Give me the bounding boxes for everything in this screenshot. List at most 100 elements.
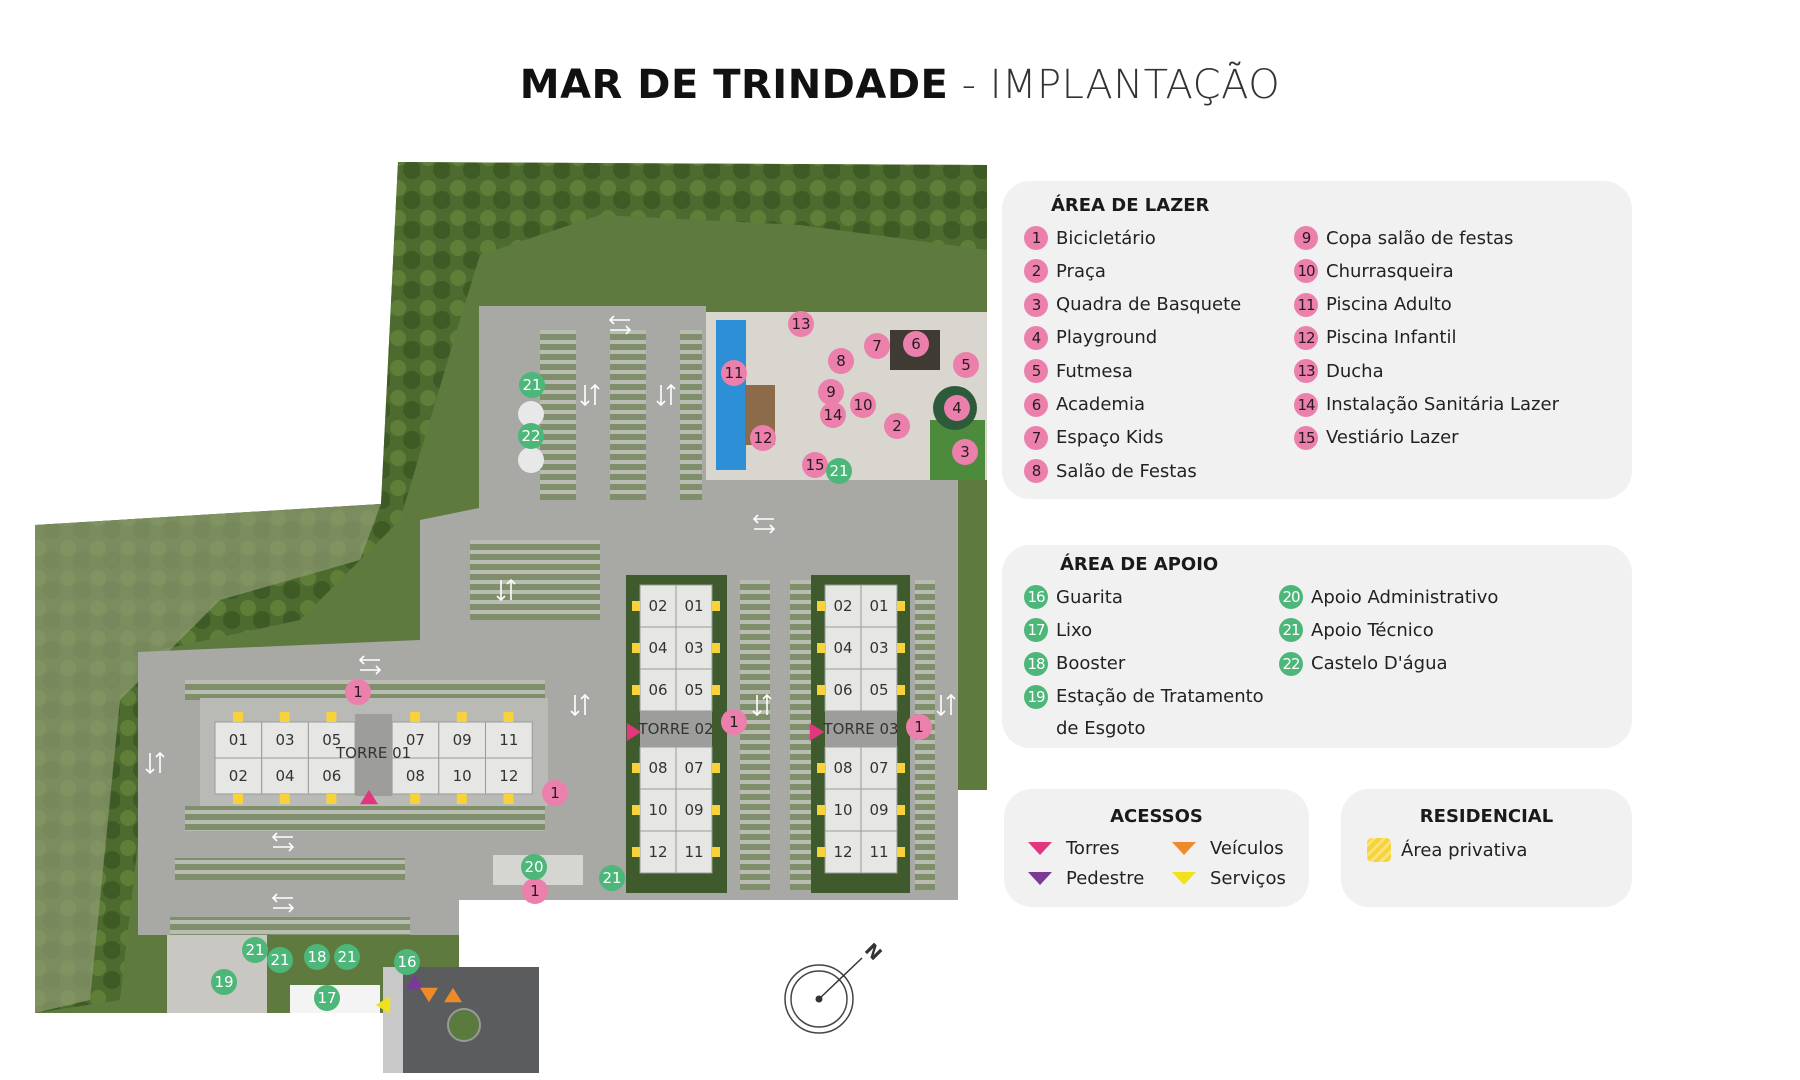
map-marker-lazer[interactable]: 2 xyxy=(884,413,910,439)
legend-label: Estação de Tratamento xyxy=(1056,686,1264,708)
map-marker-lazer[interactable]: 1 xyxy=(345,679,371,705)
map-marker-lazer[interactable]: 8 xyxy=(828,348,854,374)
number-badge: 13 xyxy=(1294,359,1318,384)
private-area-marker xyxy=(817,847,825,857)
map-marker-apoio[interactable]: 16 xyxy=(394,949,420,975)
access-torres-marker xyxy=(626,723,642,741)
map-marker-lazer[interactable]: 14 xyxy=(820,402,846,428)
unit-number: 04 xyxy=(276,767,295,785)
map-marker-lazer[interactable]: 1 xyxy=(522,878,548,904)
marker-circle xyxy=(334,944,360,970)
legend-label: Praça xyxy=(1056,260,1106,282)
map-marker-apoio[interactable]: 20 xyxy=(521,854,547,880)
legend-item-private-area: Área privativa xyxy=(1367,838,1527,862)
map-marker-apoio[interactable]: 21 xyxy=(599,865,625,891)
triangle-marker-icon xyxy=(1028,842,1052,855)
marker-circle xyxy=(394,949,420,975)
map-marker-lazer[interactable]: 7 xyxy=(864,333,890,359)
map-marker-lazer[interactable]: 10 xyxy=(850,392,876,418)
marker-number: 17 xyxy=(317,989,336,1007)
number-badge: 5 xyxy=(1024,359,1048,384)
map-marker-apoio[interactable]: 21 xyxy=(334,944,360,970)
marker-circle xyxy=(820,402,846,428)
marker-circle xyxy=(519,372,545,398)
marker-circle xyxy=(542,780,568,806)
unit-number: 11 xyxy=(684,843,703,861)
two-way-arrow-icon xyxy=(496,578,516,602)
map-marker-lazer[interactable]: 9 xyxy=(818,379,844,405)
unit-number: 11 xyxy=(499,731,518,749)
apartment-unit: 10 xyxy=(639,788,677,832)
map-marker-lazer[interactable]: 11 xyxy=(721,360,747,386)
marker-number: 4 xyxy=(952,399,962,417)
access-torres-marker xyxy=(809,723,825,741)
private-area-marker xyxy=(897,805,905,815)
map-marker-apoio[interactable]: 18 xyxy=(304,944,330,970)
access-pedestre-marker xyxy=(406,974,424,990)
unit-number: 01 xyxy=(869,597,888,615)
number-badge: 22 xyxy=(1279,651,1303,676)
map-marker-lazer[interactable]: 13 xyxy=(788,311,814,337)
apartment-unit: 08 xyxy=(391,757,440,795)
unit-number: 09 xyxy=(869,801,888,819)
marker-number: 21 xyxy=(245,941,264,959)
number-badge: 20 xyxy=(1279,585,1303,609)
triangle-marker-icon xyxy=(1172,842,1196,855)
compass-inner-ring xyxy=(790,970,848,1028)
map-marker-apoio[interactable]: 21 xyxy=(267,947,293,973)
map-marker-lazer[interactable]: 1 xyxy=(906,714,932,740)
number-badge: 9 xyxy=(1294,226,1318,250)
marker-number: 12 xyxy=(753,429,772,447)
map-marker-lazer[interactable]: 4 xyxy=(944,395,970,421)
map-marker-apoio[interactable]: 22 xyxy=(518,423,544,449)
map-marker-apoio[interactable]: 21 xyxy=(242,937,268,963)
apartment-unit: 11 xyxy=(485,721,533,759)
map-marker-lazer[interactable]: 6 xyxy=(903,331,929,357)
tower-core xyxy=(355,714,393,796)
title-sub: IMPLANTAÇÃO xyxy=(989,62,1281,108)
legend-label: Academia xyxy=(1056,394,1145,415)
private-area-marker xyxy=(817,643,825,653)
map-marker-apoio[interactable]: 17 xyxy=(314,985,340,1011)
marker-circle xyxy=(345,679,371,705)
unit-number: 02 xyxy=(833,597,852,615)
private-area-marker xyxy=(503,794,514,804)
two-way-arrow-icon xyxy=(936,693,956,717)
map-marker-apoio[interactable]: 21 xyxy=(826,458,852,484)
map-marker-apoio[interactable]: 21 xyxy=(519,372,545,398)
unit-number: 06 xyxy=(833,681,852,699)
legend-label: Veículos xyxy=(1210,838,1284,859)
private-area-marker xyxy=(897,763,905,773)
marker-number: 7 xyxy=(872,337,882,355)
entrance-sidewalk xyxy=(383,967,403,1073)
legend-label: Bicicletário xyxy=(1056,227,1156,249)
marker-circle xyxy=(750,425,776,451)
tower-label: TORRE 01 xyxy=(335,744,411,762)
map-marker-lazer[interactable]: 15 xyxy=(802,452,828,478)
map-marker-apoio[interactable]: 19 xyxy=(211,969,237,995)
map-marker-lazer[interactable]: 3 xyxy=(952,439,978,465)
map-marker-lazer[interactable]: 1 xyxy=(542,780,568,806)
map-marker-lazer[interactable]: 1 xyxy=(721,709,747,735)
support-heading: ÁREA DE APOIO xyxy=(1060,554,1219,575)
legend-label: Playground xyxy=(1056,327,1158,349)
unit-number: 07 xyxy=(406,731,425,749)
two-way-arrow-icon xyxy=(752,693,772,717)
tower-core xyxy=(640,711,712,747)
map-marker-lazer[interactable]: 5 xyxy=(953,352,979,378)
marker-circle xyxy=(944,395,970,421)
map-marker-lazer[interactable]: 12 xyxy=(750,425,776,451)
unit-number: 12 xyxy=(833,843,852,861)
water-tank xyxy=(518,401,544,427)
unit-number: 08 xyxy=(833,759,852,777)
marker-circle xyxy=(522,878,548,904)
